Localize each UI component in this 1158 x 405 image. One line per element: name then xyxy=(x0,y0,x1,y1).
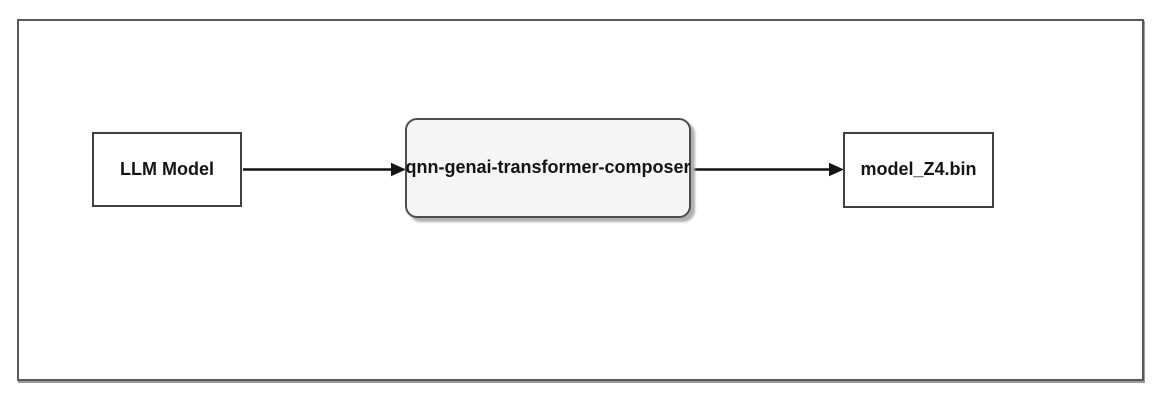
flow-node-llm-model: LLM Model xyxy=(92,132,242,207)
node-label-output: model_Z4.bin xyxy=(860,159,977,180)
flow-node-composer: qnn-genai-transformer-composer xyxy=(405,118,691,218)
node-label-llm-model: LLM Model xyxy=(120,158,214,179)
node-label-composer: qnn-genai-transformer-composer xyxy=(405,157,691,178)
flow-node-output: model_Z4.bin xyxy=(843,132,994,208)
